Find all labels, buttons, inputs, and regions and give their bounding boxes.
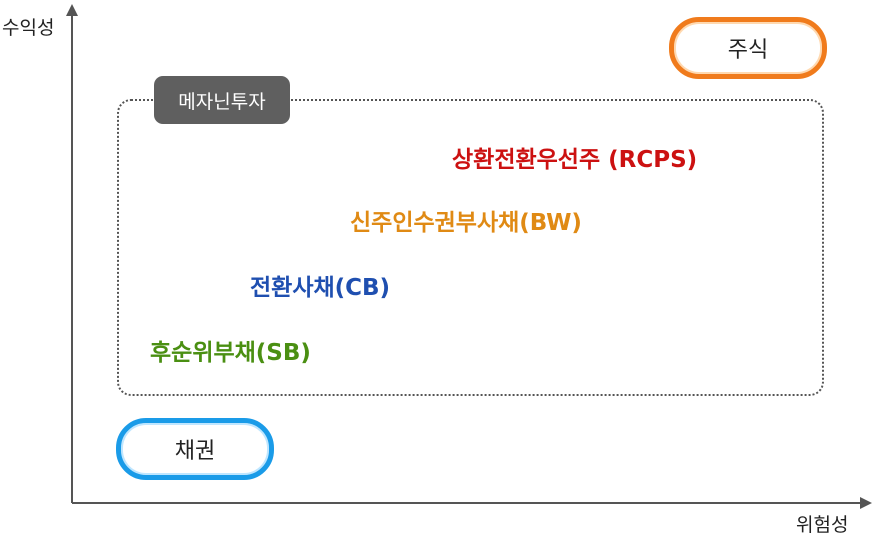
x-axis-label: 위험성 [796, 514, 849, 536]
mezzanine-group-tag: 메자닌투자 [154, 76, 290, 124]
cb-label: 전환사채(CB) [250, 275, 391, 301]
x-axis-arrow-icon [860, 497, 872, 509]
stock-pill: 주식 [669, 17, 827, 79]
y-axis-arrow-icon [66, 4, 78, 16]
mezzanine-group-box [117, 99, 824, 396]
sb-label: 후순위부채(SB) [150, 340, 311, 366]
y-axis-label: 수익성 [2, 17, 55, 39]
bw-label: 신주인수권부사채(BW) [350, 210, 582, 236]
rcps-label: 상환전환우선주 (RCPS) [452, 147, 698, 173]
bond-pill: 채권 [116, 418, 274, 480]
